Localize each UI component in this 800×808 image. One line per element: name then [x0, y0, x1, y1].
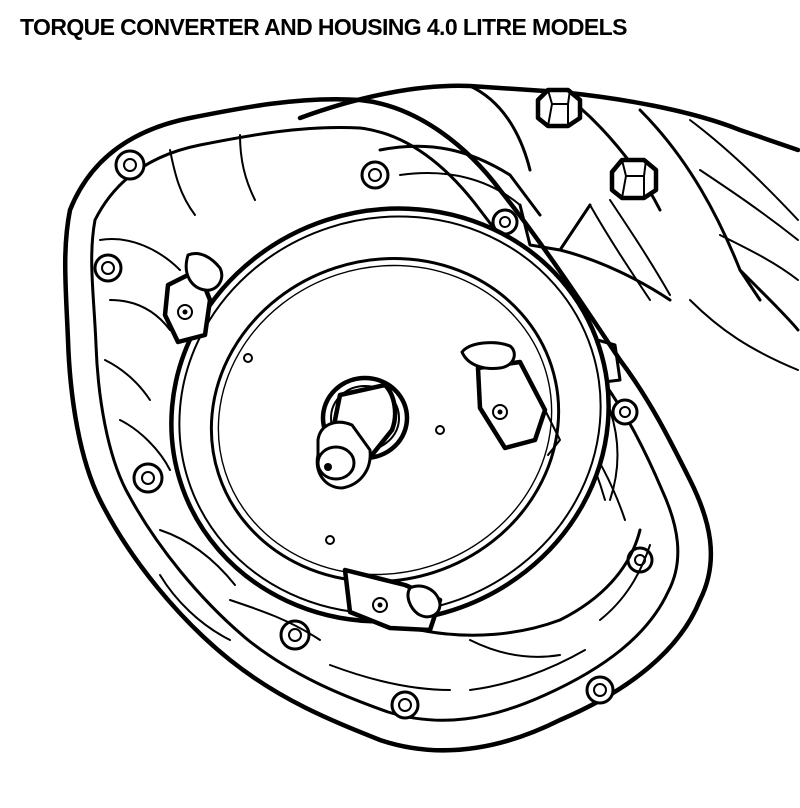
flange-bolt-holes: [93, 149, 654, 720]
top-bolt-right: [609, 157, 659, 201]
flange-hole-8: [279, 619, 311, 651]
bell-housing-flange: [62, 96, 714, 753]
flange-hole-5: [611, 398, 639, 426]
drive-lug-bottom: [342, 567, 443, 633]
converter-hole-1: [243, 353, 253, 363]
flange-hole-9: [390, 690, 420, 720]
converter-hole-2: [435, 425, 445, 435]
flange-hole-3: [491, 208, 519, 236]
flange-hole-10: [585, 675, 615, 705]
flange-hole-6: [93, 253, 123, 283]
drive-lug-top-left: [162, 252, 224, 345]
converter-hub: [315, 375, 410, 490]
diagram-title: TORQUE CONVERTER AND HOUSING 4.0 LITRE M…: [20, 14, 627, 40]
drive-lug-right: [460, 341, 561, 456]
housing-lower-sweep: [418, 409, 642, 637]
top-bolt-left: [535, 87, 583, 129]
flange-hole-2: [360, 160, 390, 190]
converter-hole-3: [325, 535, 335, 545]
flange-hole-7: [132, 462, 164, 494]
flange-hole-1: [114, 149, 146, 181]
